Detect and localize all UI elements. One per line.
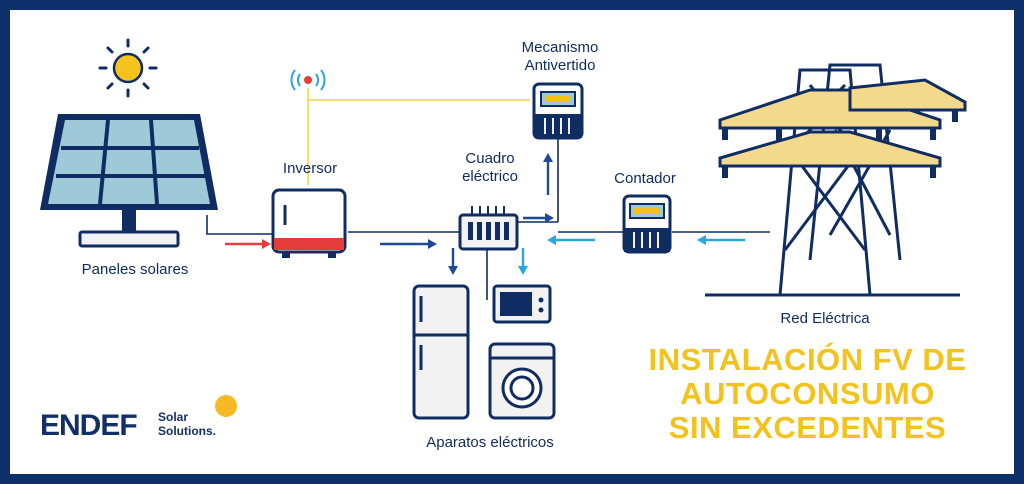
- power-tower-icon: [705, 63, 967, 297]
- logo-sub-line1: Solar: [158, 410, 189, 424]
- title-line-3: SIN EXCEDENTES: [668, 410, 947, 445]
- label-antivertido: Antivertido: [524, 57, 596, 74]
- anti-export-meter-icon: [532, 82, 584, 140]
- label-aparatos-electricos: Aparatos eléctricos: [426, 434, 554, 451]
- fridge-icon: [412, 284, 470, 420]
- diagram-title: INSTALACIÓN FV DE AUTOCONSUMO SIN EXCEDE…: [635, 343, 980, 445]
- label-contador: Contador: [614, 170, 676, 187]
- energy-meter-icon: [622, 194, 672, 254]
- inverter-icon: [271, 188, 347, 258]
- washing-machine-icon: [488, 342, 556, 420]
- label-mecanismo: Mecanismo: [521, 39, 599, 56]
- logo-subtitle: Solar Solutions.: [158, 410, 216, 438]
- logo-word: ENDEF: [40, 409, 138, 442]
- diagram-canvas: [40, 38, 967, 420]
- title-line-2: AUTOCONSUMO: [680, 376, 935, 411]
- flow-arrows: [225, 153, 745, 275]
- label-cuadro-electrico: Cuadro eléctrico: [430, 150, 550, 186]
- label-mecanismo-antivertido: Mecanismo Antivertido: [490, 39, 630, 75]
- title-line-1: INSTALACIÓN FV DE: [648, 342, 967, 377]
- label-inversor: Inversor: [282, 160, 338, 177]
- sun-icon: [98, 38, 158, 98]
- label-electrico: eléctrico: [462, 168, 518, 185]
- label-red-electrica: Red Eléctrica: [780, 310, 870, 327]
- solar-panel-icon: [40, 114, 218, 248]
- logo-dot: [215, 395, 237, 417]
- endef-logo: ENDEF Solar Solutions.: [40, 395, 250, 455]
- label-cuadro: Cuadro: [465, 150, 515, 167]
- label-paneles-solares: Paneles solares: [81, 261, 189, 278]
- signal-line: [307, 88, 530, 185]
- microwave-icon: [492, 284, 552, 324]
- logo-sub-line2: Solutions.: [158, 424, 216, 438]
- electrical-panel-icon: [458, 206, 519, 251]
- diagram-frame: Paneles solares Inversor Mecanismo Antiv…: [10, 10, 1014, 474]
- wifi-antenna-icon: [290, 69, 326, 91]
